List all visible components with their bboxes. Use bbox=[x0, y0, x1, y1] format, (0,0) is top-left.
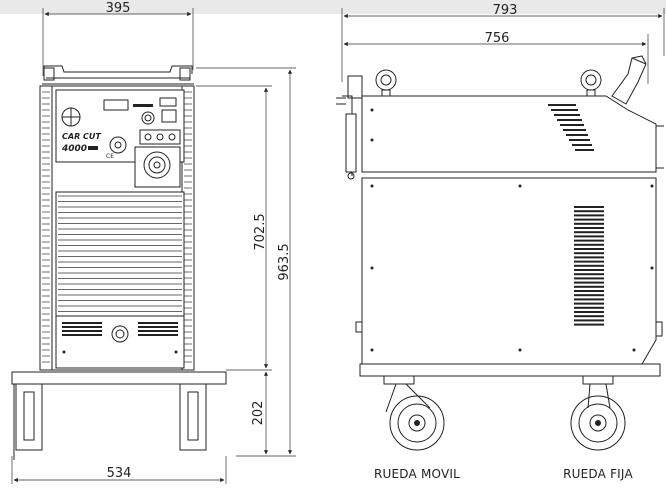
lower-body bbox=[361, 177, 657, 365]
torch-connector-icon bbox=[143, 151, 171, 179]
torch-holder bbox=[611, 55, 647, 105]
logo-car-cut: CAR CUT bbox=[62, 132, 101, 141]
side-view: 793 756 bbox=[336, 3, 665, 481]
torch-connector-block bbox=[134, 146, 181, 188]
fixed-castor bbox=[570, 375, 626, 451]
side-trolley-base bbox=[359, 363, 661, 377]
dim-793-label: 793 bbox=[493, 3, 518, 18]
lifting-eye-rear bbox=[580, 69, 602, 97]
svg-text:CE: CE bbox=[106, 153, 114, 160]
pressure-gauge-icon bbox=[109, 136, 127, 154]
swivel-castor bbox=[383, 375, 445, 451]
logo-4000: 4000 bbox=[61, 144, 87, 154]
caption-rueda-fija: RUEDA FIJA bbox=[563, 467, 633, 481]
dim-202-label: 202 bbox=[251, 401, 266, 426]
dimension-963-5: 963.5 bbox=[196, 67, 296, 457]
dimension-793: 793 bbox=[341, 3, 665, 82]
dim-534-label: 534 bbox=[107, 466, 132, 481]
dimension-202: 202 bbox=[251, 371, 269, 455]
lifting-eye-front bbox=[375, 69, 397, 97]
dim-963-5-label: 963.5 bbox=[277, 243, 292, 280]
upper-body bbox=[361, 95, 657, 173]
caption-rueda-movil: RUEDA MOVIL bbox=[374, 467, 460, 481]
dimension-395: 395 bbox=[42, 1, 194, 76]
dimension-534: 534 bbox=[11, 456, 227, 484]
dim-756-label: 756 bbox=[485, 31, 510, 46]
ground-socket-icon bbox=[111, 325, 129, 343]
front-view: 395 CAR CUT 4000 CE bbox=[11, 1, 296, 484]
dimension-756: 756 bbox=[343, 31, 649, 84]
front-handle bbox=[347, 75, 363, 99]
dim-395-label: 395 bbox=[106, 1, 131, 16]
dim-702-5-label: 702.5 bbox=[253, 213, 268, 250]
dimension-702-5: 702.5 bbox=[196, 85, 272, 371]
top-band bbox=[0, 0, 666, 14]
trolley-base bbox=[11, 371, 227, 385]
front-left-wheel bbox=[15, 383, 43, 451]
front-grille bbox=[55, 191, 185, 317]
front-right-wheel bbox=[179, 383, 207, 451]
